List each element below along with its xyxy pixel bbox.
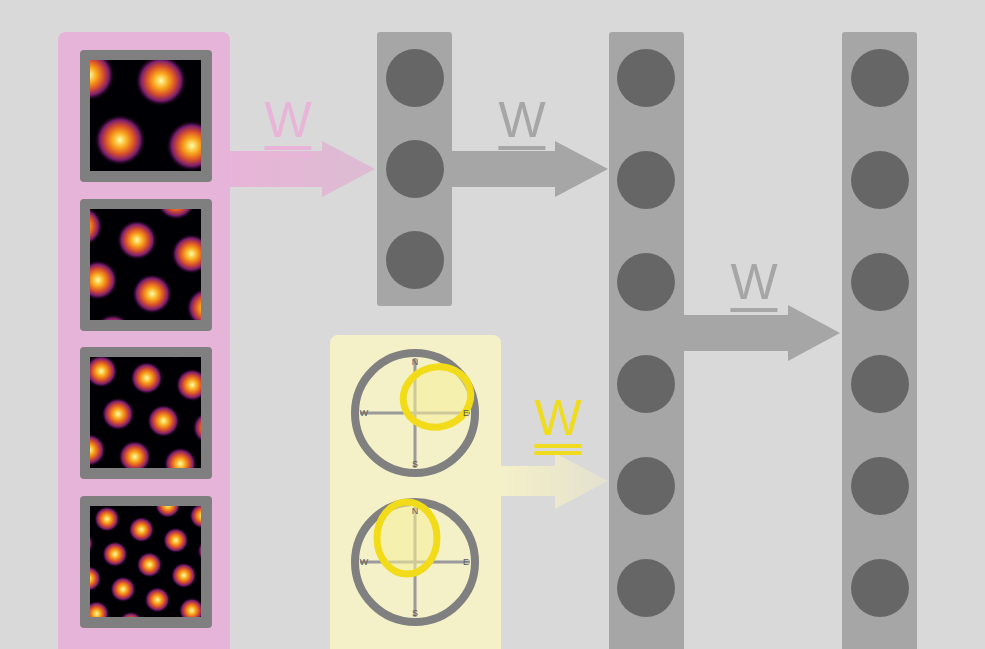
neuron bbox=[617, 151, 675, 209]
compass bbox=[355, 502, 475, 622]
neuron bbox=[617, 49, 675, 107]
neuron bbox=[617, 355, 675, 413]
weight-label: W bbox=[264, 95, 311, 157]
direction-tuning bbox=[396, 359, 477, 435]
compass-letter: W bbox=[360, 409, 369, 418]
rate-map bbox=[90, 60, 201, 171]
neuron bbox=[851, 559, 909, 617]
neuron bbox=[617, 559, 675, 617]
compass-letter: N bbox=[412, 507, 419, 516]
neuron bbox=[617, 457, 675, 515]
layer-column bbox=[377, 32, 452, 306]
neuron bbox=[617, 253, 675, 311]
neuron bbox=[851, 253, 909, 311]
compass-letter: S bbox=[412, 609, 418, 618]
grid-panel bbox=[58, 32, 230, 649]
weight-label: W bbox=[730, 257, 777, 319]
neuron bbox=[851, 49, 909, 107]
weight-arrow bbox=[501, 453, 608, 509]
compass-letter: S bbox=[412, 460, 418, 469]
compass bbox=[355, 353, 478, 473]
compass-letter: N bbox=[412, 358, 419, 367]
rate-map bbox=[90, 357, 201, 468]
neuron bbox=[851, 151, 909, 209]
direction-tuning bbox=[377, 502, 437, 574]
weight-label: W bbox=[534, 393, 581, 455]
compass-letter: E bbox=[463, 409, 469, 418]
head-direction-panel bbox=[330, 335, 501, 649]
rate-map bbox=[90, 209, 201, 320]
neuron bbox=[851, 355, 909, 413]
weight-label: W bbox=[498, 95, 545, 157]
compass-letter: E bbox=[463, 558, 469, 567]
rate-map bbox=[90, 506, 201, 617]
layer-column bbox=[842, 32, 917, 649]
compass-letter: W bbox=[360, 558, 369, 567]
layer-column bbox=[609, 32, 684, 649]
neuron bbox=[851, 457, 909, 515]
